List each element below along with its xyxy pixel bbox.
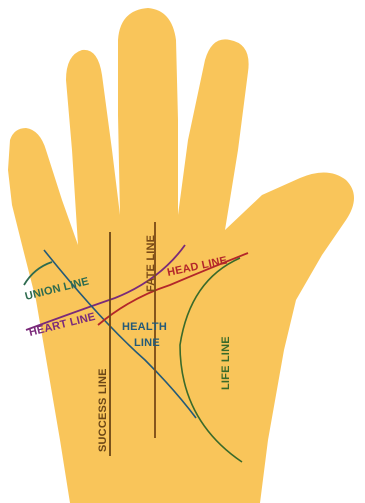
success-line-label: SUCCESS LINE xyxy=(97,368,109,452)
fate-line-label: FATE LINE xyxy=(145,235,157,292)
palm-silhouette xyxy=(8,8,354,503)
life-line-label: LIFE LINE xyxy=(220,336,232,390)
hand-shape xyxy=(8,8,354,503)
health-line-label-1: HEALTH xyxy=(122,321,167,333)
health-line-label-2: LINE xyxy=(134,337,160,349)
